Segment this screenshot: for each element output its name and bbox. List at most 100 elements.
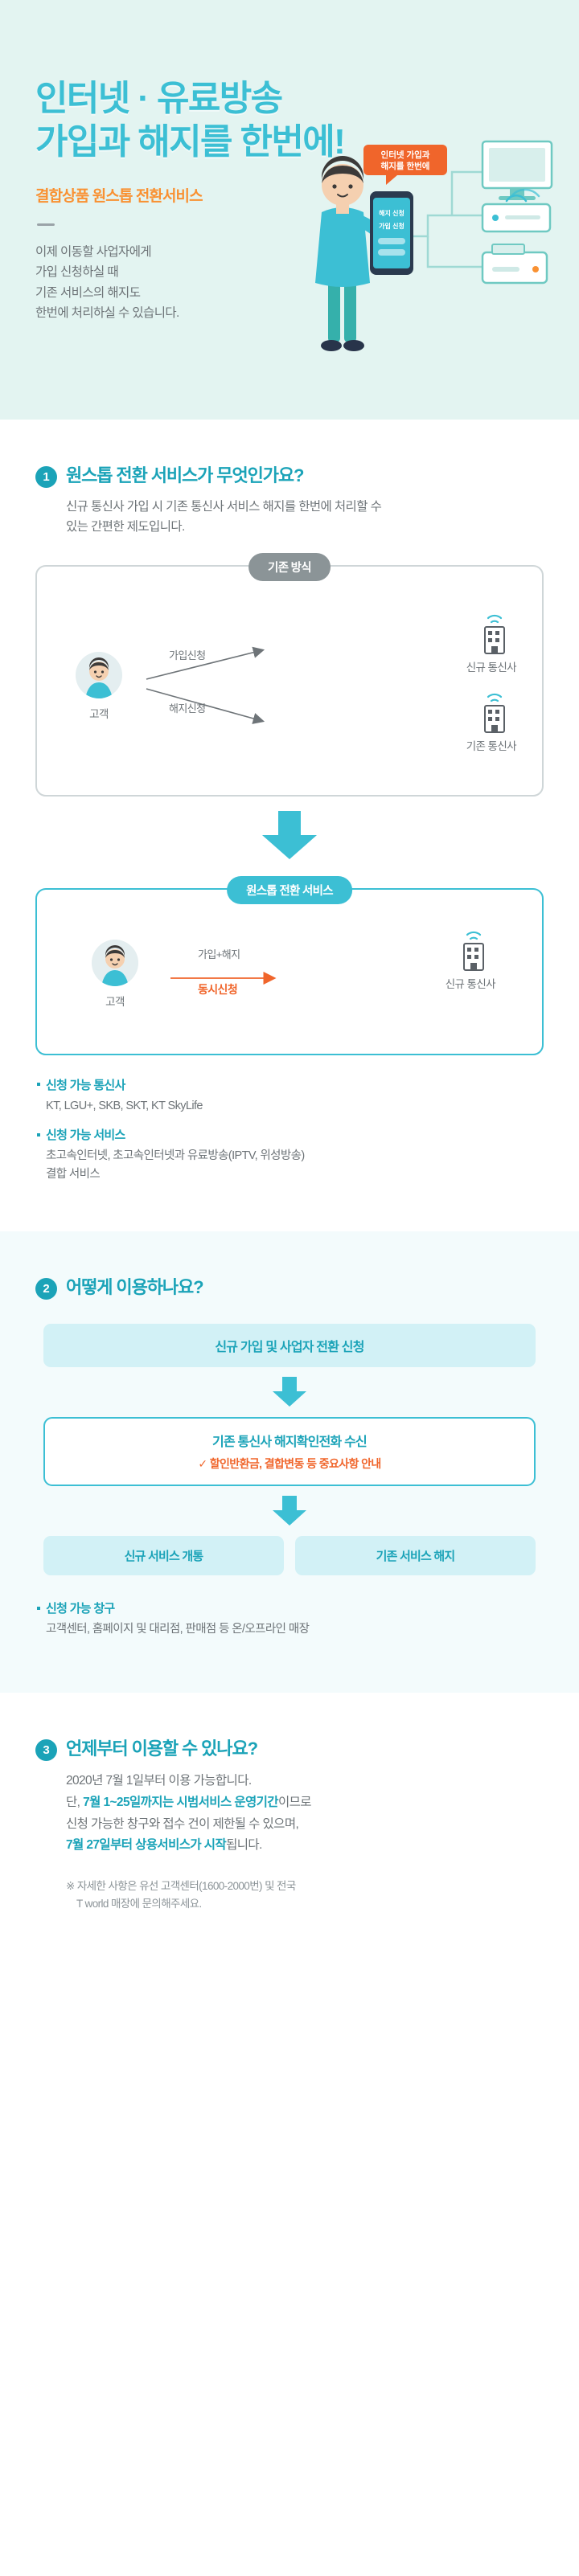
bullet-channels-text: 고객센터, 홈페이지 및 대리점, 판매점 등 온/오프라인 매장: [46, 1623, 310, 1636]
section-2-title: 어떻게 이용하나요?: [66, 1277, 204, 1297]
bullet-carriers-title: 신청 가능 통신사: [37, 1076, 544, 1093]
bullet-carriers: 신청 가능 통신사 KT, LGU+, SKB, SKT, KT SkyLife: [37, 1076, 544, 1115]
bullet-carriers-label: 신청 가능 통신사: [46, 1078, 125, 1092]
new-method-arrow: [170, 971, 277, 985]
bullet-services: 신청 가능 서비스 초고속인터넷, 초고속인터넷과 유료방송(IPTV, 위성방…: [37, 1126, 544, 1183]
hero-body-line1: 이제 이동할 사업자에게: [35, 245, 152, 260]
hero-body-line4: 한번에 처리하실 수 있습니다.: [35, 305, 179, 320]
new-target-node: 신규 통신사: [445, 930, 496, 991]
new-target-label: 신규 통신사: [445, 977, 496, 990]
section-3-note-line2: T world 매장에 문의해주세요.: [76, 1897, 202, 1910]
hero-body-line3: 기존 서비스의 해지도: [35, 285, 141, 300]
bullet-dot-icon: [37, 1606, 40, 1610]
section-2-band: 2 어떻게 이용하나요? 신규 가입 및 사업자 전환 신청 기존 통신사 해지…: [0, 1231, 579, 1693]
phone-screen-line1: 해지 신청: [379, 209, 404, 217]
hero-title-line1: 인터넷 · 유료방송: [35, 79, 283, 118]
section-2-number: 2: [35, 1278, 57, 1300]
old-customer-node: 고객: [76, 651, 122, 721]
hero-illustration: 해지 신청 가입 신청 인터넷 가입과 해지를 한번에: [241, 95, 579, 360]
old-method-diagram: 고객 가입신청 해지신청: [55, 602, 524, 771]
building-icon: [453, 930, 488, 971]
section-3-line2: 단, 7월 1~25일까지는 시범서비스 운영기간이므로: [66, 1792, 544, 1814]
spacer: [35, 1194, 544, 1231]
hero-title-line2: 가입과 해지를 한번에!: [35, 121, 346, 162]
bullet-channels-label: 신청 가능 창구: [46, 1602, 115, 1616]
section-2: 2 어떻게 이용하나요? 신규 가입 및 사업자 전환 신청 기존 통신사 해지…: [0, 1231, 579, 1638]
old-method-wrapper: 기존 방식: [35, 552, 544, 797]
section-1-title: 원스톱 전환 서비스가 무엇인가요?: [66, 465, 304, 485]
step-2-box: 기존 통신사 해지확인전화 수신 ✓ 할인반환금, 결합변동 등 중요사항 안내: [43, 1417, 536, 1486]
new-method-wrapper: 원스톱 전환 서비스: [35, 875, 544, 1055]
building-icon: [474, 613, 509, 654]
bullet-services-text-line1: 초고속인터넷, 초고속인터넷과 유료방송(IPTV, 위성방송): [46, 1149, 305, 1163]
section-1-number: 1: [35, 466, 57, 488]
step-3-left: 신규 서비스 개통: [43, 1536, 284, 1575]
step-2-title: 기존 통신사 해지확인전화 수신: [212, 1435, 368, 1449]
section-1: 1 원스톱 전환 서비스가 무엇인가요? 신규 통신사 가입 시 기존 통신사 …: [0, 420, 579, 1231]
bullet-services-text-line2: 결합 서비스: [46, 1167, 101, 1181]
old-arrow2-label: 해지신청: [169, 702, 206, 715]
section-3-note-line1: ※ 자세한 사항은 유선 고객센터(1600-2000번) 및 전국: [66, 1880, 296, 1893]
step-down-arrow: [273, 1496, 306, 1526]
new-method-diagram: 고객 가입+해지 동시신청: [55, 925, 524, 1030]
new-method-box: 원스톱 전환 서비스: [35, 875, 544, 1055]
section-3-number: 3: [35, 1739, 57, 1762]
hero-section: 해지 신청 가입 신청 인터넷 가입과 해지를 한번에 인터넷 · 유료방송 가…: [0, 0, 579, 420]
section-3-line2-post: 이므로: [277, 1796, 312, 1810]
section-3-line4-highlight: 7월 27일부터 상용서비스가 시작: [66, 1838, 227, 1853]
bullet-carriers-text: KT, LGU+, SKB, SKT, KT SkyLife: [46, 1099, 203, 1112]
section-3-line4-post: 됩니다.: [226, 1838, 262, 1853]
section-2-header: 2 어떻게 이용하나요?: [35, 1231, 544, 1300]
bullet-services-title: 신청 가능 서비스: [37, 1126, 544, 1143]
old-arrow1-label: 가입신청: [169, 649, 206, 661]
section-1-body: 신규 통신사 가입 시 기존 통신사 서비스 해지를 한번에 처리할 수 있는 …: [66, 498, 544, 538]
old-method-arrows: [146, 646, 265, 724]
section-2-steps: 신규 가입 및 사업자 전환 신청 기존 통신사 해지확인전화 수신 ✓ 할인반…: [35, 1324, 544, 1575]
phone-badge-line1: 인터넷 가입과: [381, 149, 430, 160]
hero-body: 이제 이동할 사업자에게 가입 신청하실 때 기존 서비스의 해지도 한번에 처…: [35, 242, 579, 322]
old-method-pill: 기존 방식: [248, 552, 331, 581]
bullet-services-text: 초고속인터넷, 초고속인터넷과 유료방송(IPTV, 위성방송) 결합 서비스: [46, 1147, 544, 1183]
step-1-bar: 신규 가입 및 사업자 전환 신청: [43, 1324, 536, 1367]
section-3-line3: 신청 가능한 창구와 접수 건이 제한될 수 있으며,: [66, 1816, 299, 1831]
old-customer-label: 고객: [89, 707, 109, 720]
section-3: 3 언제부터 이용할 수 있나요? 2020년 7월 1일부터 이용 가능합니다…: [0, 1693, 579, 1912]
bullet-channels: 신청 가능 창구 고객센터, 홈페이지 및 대리점, 판매점 등 온/오프라인 …: [37, 1599, 544, 1638]
new-customer-label: 고객: [105, 995, 125, 1008]
section-3-title: 언제부터 이용할 수 있나요?: [66, 1738, 258, 1759]
new-arrow-label-top: 가입+해지: [198, 948, 240, 960]
new-arrow-label-bottom: 동시신청: [198, 982, 238, 996]
section-1-bullets: 신청 가능 통신사 KT, LGU+, SKB, SKT, KT SkyLife…: [37, 1076, 544, 1183]
section-3-line2-highlight: 7월 1~25일까지는 시범서비스 운영기간: [83, 1796, 279, 1810]
section-3-body: 2020년 7월 1일부터 이용 가능합니다. 단, 7월 1~25일까지는 시…: [66, 1771, 544, 1857]
step-3-row: 신규 서비스 개통 기존 서비스 해지: [43, 1536, 536, 1575]
hero-body-line2: 가입 신청하실 때: [35, 265, 119, 280]
building-icon: [474, 692, 509, 733]
old-target2-label: 기존 통신사: [466, 739, 517, 752]
bullet-dot-icon: [37, 1132, 40, 1136]
old-method-box: 기존 방식: [35, 552, 544, 797]
bullet-services-label: 신청 가능 서비스: [46, 1128, 125, 1143]
old-target1-label: 신규 통신사: [466, 661, 517, 674]
old-target2-node: 기존 통신사: [466, 692, 517, 753]
customer-avatar: [76, 651, 122, 698]
section-3-note: ※ 자세한 사항은 유선 고객센터(1600-2000번) 및 전국 T wor…: [66, 1878, 544, 1912]
step-down-arrow: [273, 1377, 306, 1407]
bullet-channels-title: 신청 가능 창구: [37, 1599, 544, 1616]
section-1-body-line2: 있는 간편한 제도입니다.: [66, 519, 185, 534]
customer-avatar: [92, 939, 138, 986]
new-method-pill: 원스톱 전환 서비스: [227, 875, 352, 904]
flow-down-arrow: [35, 810, 544, 861]
section-3-line4: 7월 27일부터 상용서비스가 시작됩니다.: [66, 1835, 544, 1857]
new-customer-node: 고객: [92, 939, 138, 1009]
section-3-header: 3 언제부터 이용할 수 있나요?: [35, 1693, 544, 1762]
section-1-header: 1 원스톱 전환 서비스가 무엇인가요?: [35, 420, 544, 488]
page-title: 인터넷 · 유료방송 가입과 해지를 한번에!: [35, 77, 579, 163]
section-2-bullets: 신청 가능 창구 고객센터, 홈페이지 및 대리점, 판매점 등 온/오프라인 …: [37, 1599, 544, 1638]
step-2-subtitle: ✓ 할인반환금, 결합변동 등 중요사항 안내: [198, 1457, 381, 1470]
step-3-right: 기존 서비스 해지: [295, 1536, 536, 1575]
hero-subtitle: 결합상품 원스톱 전환서비스: [35, 188, 203, 206]
phone-screen-line2: 가입 신청: [379, 222, 404, 230]
section-3-line1: 2020년 7월 1일부터 이용 가능합니다.: [66, 1774, 252, 1788]
